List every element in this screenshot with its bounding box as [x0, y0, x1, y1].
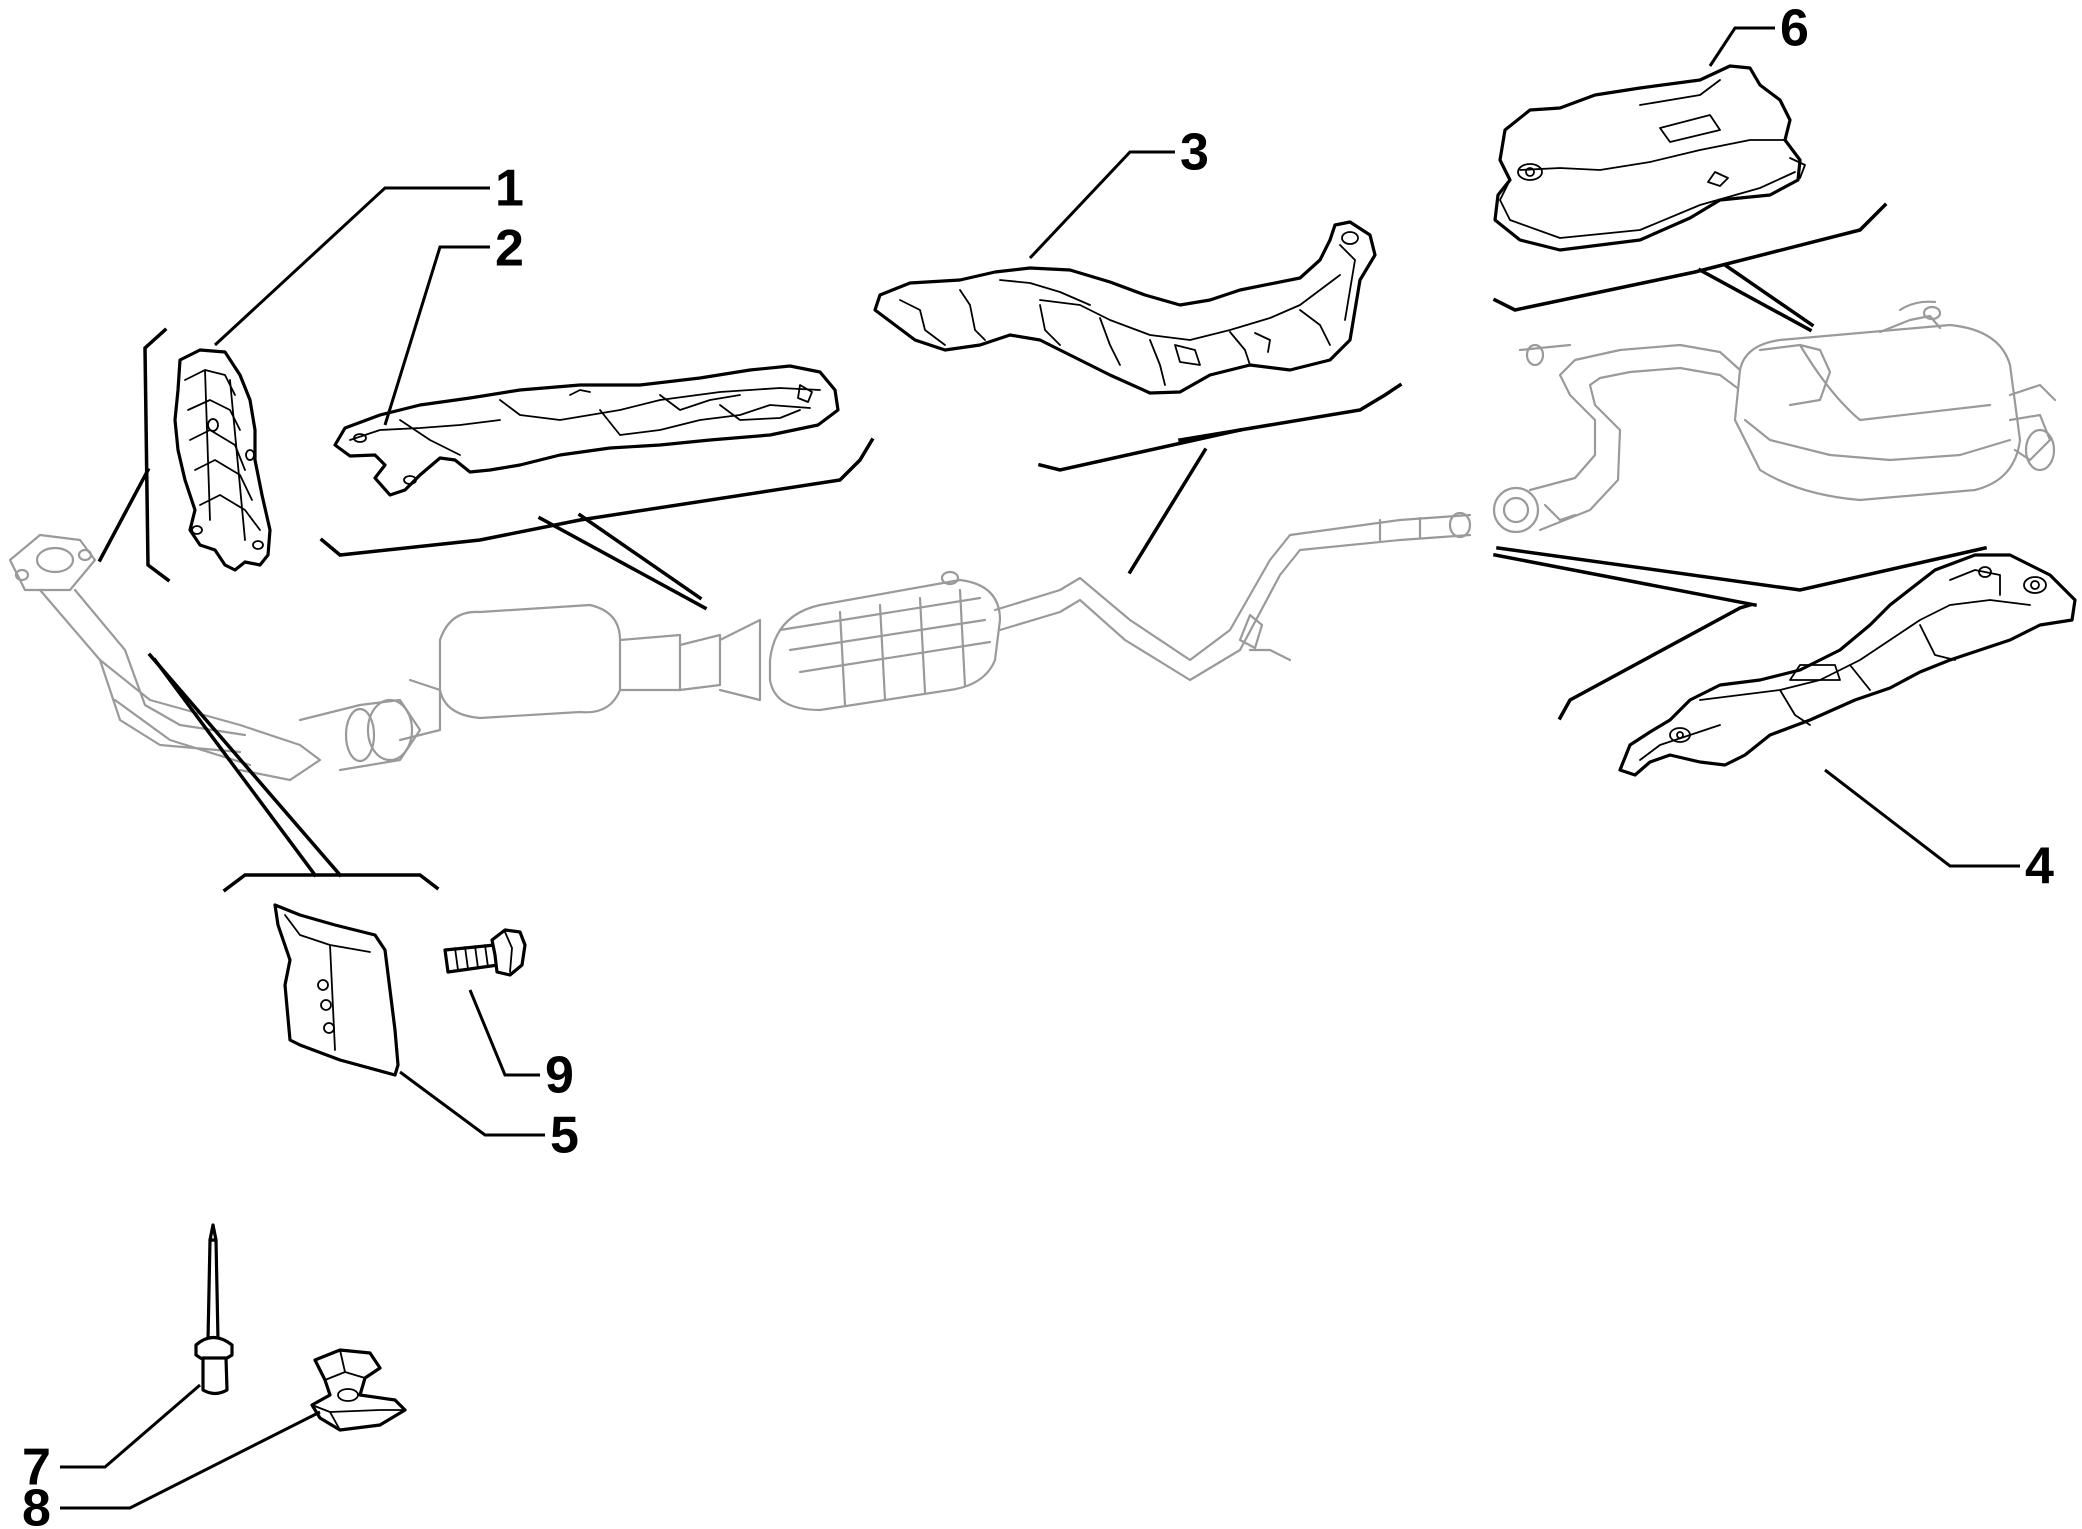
- leader-3: [1028, 150, 1175, 260]
- part-8-clip-nut: [310, 1348, 407, 1432]
- callout-6: 6: [1780, 0, 1809, 58]
- callout-5: 5: [550, 1107, 579, 1165]
- leader-8: [60, 1410, 321, 1510]
- part-2-catalyst-heat-shield: [333, 364, 840, 497]
- part-6-rear-muffler-heat-shield: [1493, 64, 1806, 252]
- callout-9: 9: [545, 1047, 574, 1105]
- part-5-heat-plate: [273, 903, 400, 1077]
- part-4-rear-heat-shield: [1618, 553, 2077, 777]
- leader-2: [383, 245, 490, 426]
- leader-6: [1708, 26, 1775, 67]
- callout-leaders: [60, 26, 2020, 1510]
- callout-4: 4: [2025, 838, 2054, 896]
- callout-3: 3: [1180, 124, 1209, 182]
- leader-5: [399, 1070, 545, 1137]
- callout-2: 2: [495, 220, 524, 278]
- callout-7: 7: [22, 1439, 51, 1497]
- part-9-bolt: [443, 928, 527, 977]
- callout-8: 8: [22, 1480, 51, 1529]
- callout-labels: 1 2 3 4 5 6 7 8 9: [22, 0, 2054, 1529]
- exhaust-system-outline: [8, 300, 2057, 782]
- part-3-tunnel-heat-shield: [873, 220, 1377, 395]
- part-1-manifold-heat-shield: [173, 348, 272, 572]
- leader-7: [60, 1383, 201, 1469]
- leader-9: [468, 989, 540, 1077]
- callout-1: 1: [495, 160, 524, 218]
- leader-1: [213, 186, 490, 347]
- assembly-brackets: [97, 202, 1988, 893]
- leader-4: [1824, 768, 2020, 868]
- part-7-rivet: [194, 1223, 234, 1396]
